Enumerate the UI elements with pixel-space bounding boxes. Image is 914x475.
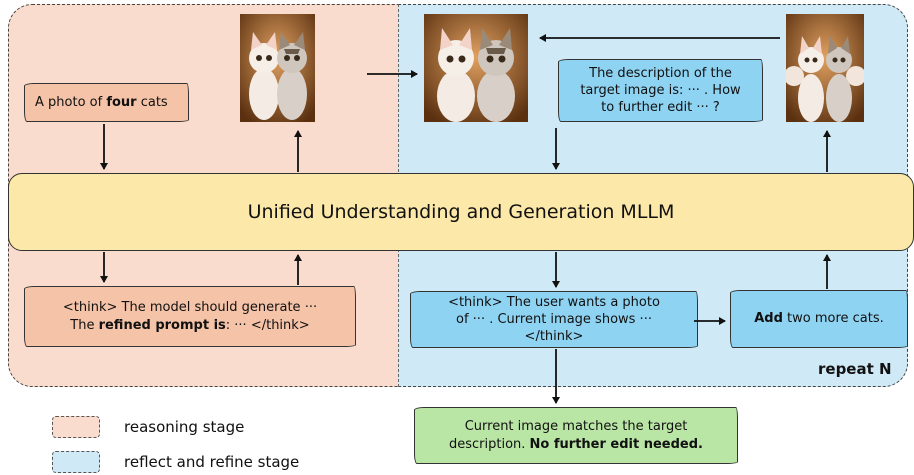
prompt-suffix: cats [136,94,168,110]
add-bold: Add [754,311,783,326]
think-left-line2-prefix: The [70,317,99,333]
two-cats-image-middle [424,14,528,122]
four-cats-image-right [786,14,864,122]
legend-reflect-swatch [52,451,100,473]
two-cats-image-left [240,14,315,122]
think-box-left: <think> The model should generate ··· Th… [24,286,356,347]
think-right-text: <think> The user wants a photo of ··· . … [448,295,660,344]
question-text: The description of the target image is: … [580,66,741,115]
legend-reasoning-swatch [52,416,100,438]
think-left-line2: The refined prompt is: ··· </think> [70,317,309,335]
final-line2: description. No further edit needed. [449,436,703,454]
prompt-bold: four [106,94,137,110]
add-suffix: two more cats. [782,311,884,326]
prompt-prefix: A photo of [35,94,107,110]
mllm-title: Unified Understanding and Generation MLL… [247,201,675,223]
think-left-line1: <think> The model should generate ··· [62,299,318,315]
final-line1: Current image matches the target [464,418,688,434]
think-left-line2-suffix: : ··· </think> [225,317,310,333]
final-line2-prefix: description. [448,436,530,452]
add-text: Add two more cats. [754,311,884,327]
repeat-label: repeat N [818,360,892,378]
final-box: Current image matches the target descrip… [414,407,738,464]
mllm-box: Unified Understanding and Generation MLL… [8,173,914,251]
legend-reflect-label: reflect and refine stage [124,453,300,471]
final-line2-bold: No further edit needed. [529,436,703,452]
think-box-right: <think> The user wants a photo of ··· . … [410,291,698,348]
question-box: The description of the target image is: … [558,59,763,122]
legend-reasoning-label: reasoning stage [124,418,245,436]
add-box: Add two more cats. [730,290,908,348]
think-left-line2-bold: refined prompt is [98,317,226,333]
prompt-box: A photo of four cats [24,83,189,122]
